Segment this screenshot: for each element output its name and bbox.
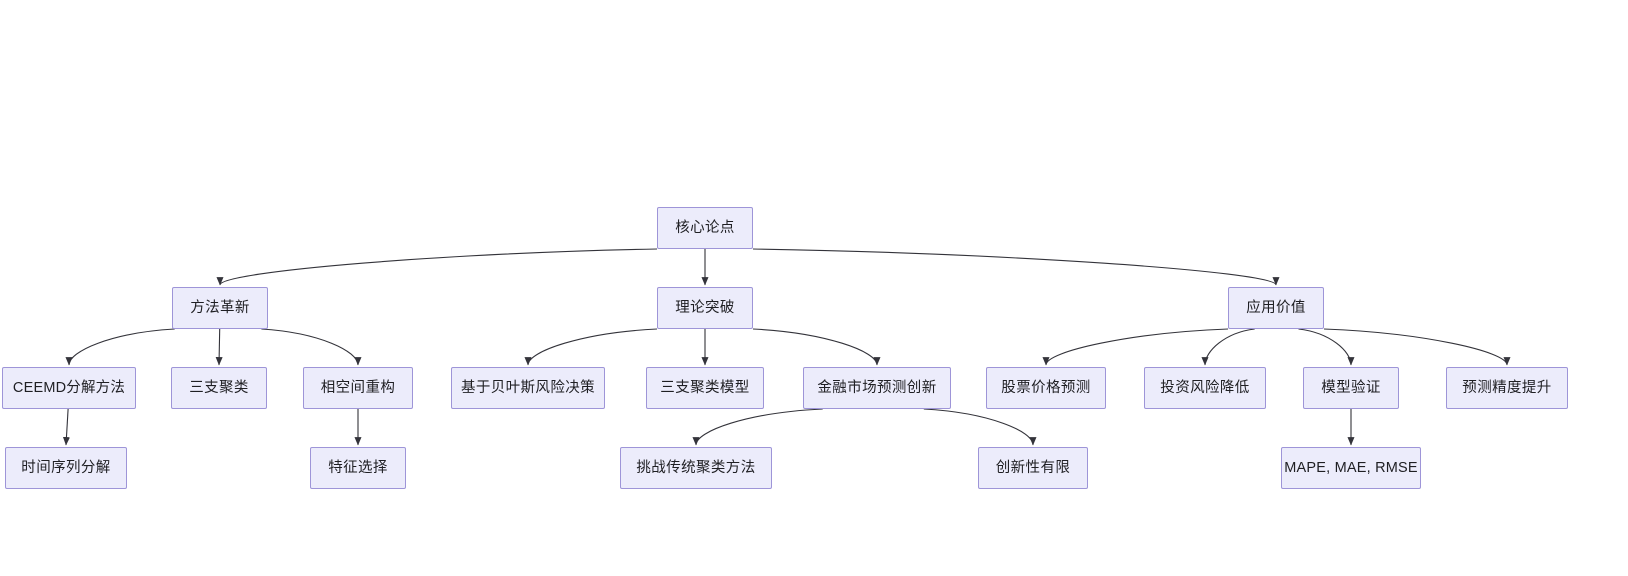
node-label: 投资风险降低 xyxy=(1160,379,1250,396)
edge-l1c-to-l2j xyxy=(1323,328,1511,366)
node-label: 创新性有限 xyxy=(995,459,1071,476)
node-l2h[interactable]: 投资风险降低 xyxy=(1144,367,1266,409)
node-l2c[interactable]: 相空间重构 xyxy=(303,367,413,409)
node-l1c[interactable]: 应用价值 xyxy=(1228,287,1324,329)
node-label: 特征选择 xyxy=(328,459,388,476)
node-l1b[interactable]: 理论突破 xyxy=(657,287,753,329)
node-l3b[interactable]: 特征选择 xyxy=(310,447,406,489)
node-label: 挑战传统聚类方法 xyxy=(636,459,756,476)
edge-l1a-to-l2a xyxy=(65,328,175,366)
node-label: MAPE, MAE, RMSE xyxy=(1284,459,1418,476)
node-l2i[interactable]: 模型验证 xyxy=(1303,367,1399,409)
node-label: 基于贝叶斯风险决策 xyxy=(460,379,596,396)
node-label: 方法革新 xyxy=(190,299,250,316)
edge-l2a-to-l3a xyxy=(62,408,70,446)
node-l2d[interactable]: 基于贝叶斯风险决策 xyxy=(451,367,605,409)
node-l2g[interactable]: 股票价格预测 xyxy=(986,367,1106,409)
edge-l1a-to-l2b xyxy=(215,328,223,366)
node-label: 金融市场预测创新 xyxy=(817,379,937,396)
node-label: 相空间重构 xyxy=(320,379,396,396)
node-l3e[interactable]: MAPE, MAE, RMSE xyxy=(1281,447,1421,489)
node-label: 预测精度提升 xyxy=(1462,379,1552,396)
node-l2e[interactable]: 三支聚类模型 xyxy=(646,367,764,409)
node-label: 三支聚类 xyxy=(189,379,249,396)
node-label: CEEMD分解方法 xyxy=(12,379,126,396)
node-l2f[interactable]: 金融市场预测创新 xyxy=(803,367,951,409)
edge-root-to-l1c xyxy=(752,248,1280,286)
node-label: 时间序列分解 xyxy=(21,459,111,476)
edge-group xyxy=(62,248,1511,446)
node-l1a[interactable]: 方法革新 xyxy=(172,287,268,329)
node-root[interactable]: 核心论点 xyxy=(657,207,753,249)
node-l2j[interactable]: 预测精度提升 xyxy=(1446,367,1568,409)
node-label: 核心论点 xyxy=(675,219,735,236)
edge-l1c-to-l2i xyxy=(1298,328,1355,366)
node-label: 应用价值 xyxy=(1246,299,1306,316)
node-l3a[interactable]: 时间序列分解 xyxy=(5,447,127,489)
edge-l2f-to-l3d xyxy=(923,408,1037,446)
edge-l1c-to-l2h xyxy=(1201,328,1255,366)
node-label: 三支聚类模型 xyxy=(660,379,750,396)
edge-l1b-to-l2f xyxy=(752,328,881,366)
node-l3d[interactable]: 创新性有限 xyxy=(978,447,1088,489)
edge-l1b-to-l2d xyxy=(524,328,658,366)
node-label: 股票价格预测 xyxy=(1001,379,1091,396)
edge-l1c-to-l2g xyxy=(1042,328,1229,366)
edge-l2f-to-l3c xyxy=(692,408,823,446)
node-label: 理论突破 xyxy=(675,299,735,316)
node-l2b[interactable]: 三支聚类 xyxy=(171,367,267,409)
node-l3c[interactable]: 挑战传统聚类方法 xyxy=(620,447,772,489)
edge-l1a-to-l2c xyxy=(261,328,362,366)
node-label: 模型验证 xyxy=(1321,379,1381,396)
edge-root-to-l1a xyxy=(216,248,658,286)
node-l2a[interactable]: CEEMD分解方法 xyxy=(2,367,136,409)
